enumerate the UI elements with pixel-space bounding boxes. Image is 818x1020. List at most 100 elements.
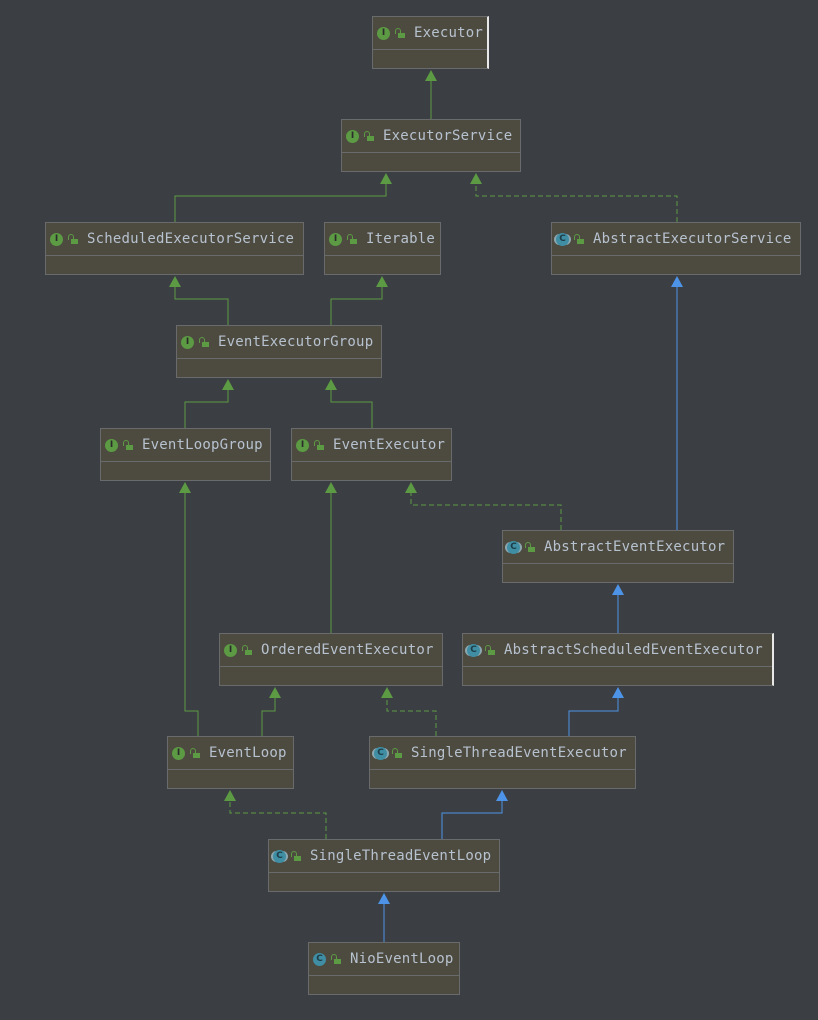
interface-icon: I (346, 129, 359, 143)
class-name: Executor (414, 25, 484, 41)
class-node-header: I ExecutorService (342, 120, 520, 153)
class-node-ExecutorService[interactable]: I ExecutorService (341, 119, 521, 172)
arrowhead-EventLoop-to-EventLoopGroup (179, 482, 191, 493)
edge-EventExecutor-to-EventExecutorGroup (330, 389, 373, 428)
edge-SingleThreadEventLoop-to-EventLoop (229, 800, 327, 839)
class-node-ScheduledExecutorService[interactable]: I ScheduledExecutorService (45, 222, 304, 275)
arrowhead-ScheduledExecutorService-to-ExecutorService (380, 173, 392, 184)
class-name: ExecutorService (383, 128, 513, 144)
arrowhead-SingleThreadEventExecutor-to-OrderedEventExecutor (381, 687, 393, 698)
arrowhead-EventExecutor-to-EventExecutorGroup (325, 379, 337, 390)
interface-icon: I (172, 746, 185, 760)
class-node-Iterable[interactable]: I Iterable (324, 222, 441, 275)
class-name: AbstractExecutorService (593, 231, 792, 247)
edge-EventLoop-to-EventLoopGroup (184, 492, 199, 736)
class-node-header: C NioEventLoop (309, 943, 459, 976)
arrowhead-ExecutorService-to-Executor (425, 70, 437, 81)
class-node-header: I EventExecutor (292, 429, 451, 462)
class-name: EventExecutor (333, 437, 446, 453)
interface-icon: I (329, 232, 342, 246)
arrowhead-EventLoopGroup-to-EventExecutorGroup (222, 379, 234, 390)
edge-EventExecutorGroup-to-Iterable (330, 286, 383, 325)
public-unlock-icon (331, 954, 341, 964)
arrowhead-AbstractScheduledEventExecutor-to-AbstractEventExecutor (612, 584, 624, 595)
edge-SingleThreadEventLoop-to-SingleThreadEventExecutor (441, 800, 503, 839)
class-name: NioEventLoop (350, 951, 454, 967)
interface-icon: I (105, 438, 118, 452)
class-name: ScheduledExecutorService (87, 231, 295, 247)
edge-ScheduledExecutorService-to-ExecutorService (174, 183, 387, 222)
edge-EventLoop-to-OrderedEventExecutor (261, 697, 276, 736)
class-node-header: C AbstractScheduledEventExecutor (463, 634, 772, 667)
class-node-OrderedEventExecutor[interactable]: I OrderedEventExecutor (219, 633, 443, 686)
public-unlock-icon (242, 645, 252, 655)
arrowhead-AbstractEventExecutor-to-AbstractExecutorService (671, 276, 683, 287)
interface-icon: I (50, 232, 63, 246)
public-unlock-icon (123, 440, 133, 450)
class-name: AbstractScheduledEventExecutor (504, 642, 763, 658)
class-node-header: I ScheduledExecutorService (46, 223, 303, 256)
public-unlock-icon (199, 337, 209, 347)
public-unlock-icon (395, 28, 405, 38)
edge-AbstractEventExecutor-to-EventExecutor (410, 492, 562, 530)
arrowhead-EventLoop-to-OrderedEventExecutor (269, 687, 281, 698)
arrowhead-OrderedEventExecutor-to-EventExecutor (325, 482, 337, 493)
public-unlock-icon (485, 645, 495, 655)
interface-icon: I (296, 438, 309, 452)
class-name: SingleThreadEventExecutor (411, 745, 627, 761)
interface-icon: I (377, 26, 390, 40)
public-unlock-icon (291, 851, 301, 861)
class-name: EventLoop (209, 745, 287, 761)
class-name: SingleThreadEventLoop (310, 848, 492, 864)
arrowhead-SingleThreadEventLoop-to-SingleThreadEventExecutor (496, 790, 508, 801)
abstract-class-icon: C (273, 849, 286, 863)
class-node-SingleThreadEventLoop[interactable]: C SingleThreadEventLoop (268, 839, 500, 892)
arrowhead-NioEventLoop-to-SingleThreadEventLoop (378, 893, 390, 904)
class-node-header: I EventLoop (168, 737, 293, 770)
arrowhead-AbstractEventExecutor-to-EventExecutor (405, 482, 417, 493)
class-node-header: C AbstractExecutorService (552, 223, 800, 256)
class-node-AbstractExecutorService[interactable]: C AbstractExecutorService (551, 222, 801, 275)
public-unlock-icon (574, 234, 584, 244)
class-node-AbstractScheduledEventExecutor[interactable]: C AbstractScheduledEventExecutor (462, 633, 774, 686)
arrowhead-AbstractExecutorService-to-ExecutorService (470, 173, 482, 184)
class-node-NioEventLoop[interactable]: C NioEventLoop (308, 942, 460, 995)
class-node-header: I OrderedEventExecutor (220, 634, 442, 667)
arrowhead-SingleThreadEventLoop-to-EventLoop (224, 790, 236, 801)
edge-AbstractExecutorService-to-ExecutorService (475, 183, 678, 222)
interface-icon: I (224, 643, 237, 657)
abstract-class-icon: C (374, 746, 387, 760)
public-unlock-icon (190, 748, 200, 758)
public-unlock-icon (314, 440, 324, 450)
edge-EventLoopGroup-to-EventExecutorGroup (184, 389, 229, 428)
arrowhead-EventExecutorGroup-to-ScheduledExecutorService (169, 276, 181, 287)
class-node-header: C SingleThreadEventExecutor (370, 737, 635, 770)
class-node-EventExecutor[interactable]: I EventExecutor (291, 428, 452, 481)
class-name: Iterable (366, 231, 436, 247)
class-name: AbstractEventExecutor (544, 539, 726, 555)
abstract-class-icon: C (467, 643, 480, 657)
arrowhead-SingleThreadEventExecutor-to-AbstractScheduledEventExecutor (612, 687, 624, 698)
arrowhead-EventExecutorGroup-to-Iterable (376, 276, 388, 287)
edge-SingleThreadEventExecutor-to-OrderedEventExecutor (386, 697, 437, 736)
edge-EventExecutorGroup-to-ScheduledExecutorService (174, 286, 229, 325)
interface-icon: I (181, 335, 194, 349)
abstract-class-icon: C (556, 232, 569, 246)
class-icon: C (313, 952, 326, 966)
public-unlock-icon (68, 234, 78, 244)
class-node-header: C SingleThreadEventLoop (269, 840, 499, 873)
class-node-SingleThreadEventExecutor[interactable]: C SingleThreadEventExecutor (369, 736, 636, 789)
public-unlock-icon (392, 748, 402, 758)
public-unlock-icon (347, 234, 357, 244)
class-node-header: I Executor (373, 17, 487, 50)
class-node-EventLoop[interactable]: I EventLoop (167, 736, 294, 789)
class-name: OrderedEventExecutor (261, 642, 434, 658)
class-node-Executor[interactable]: I Executor (372, 16, 489, 69)
